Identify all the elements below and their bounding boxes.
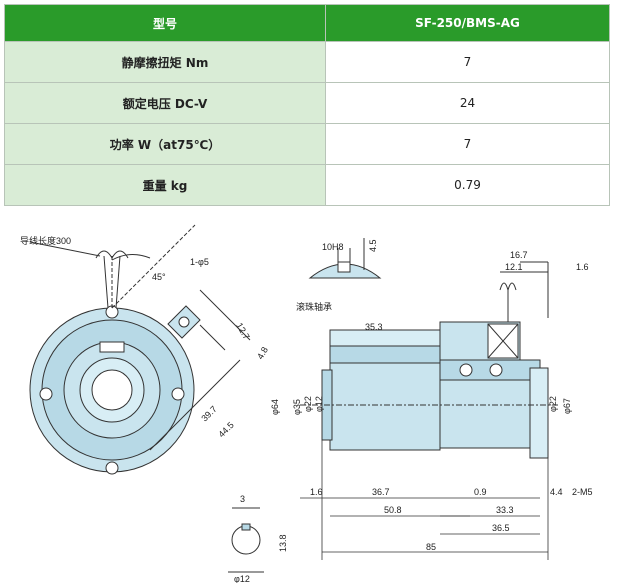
side-view-labels: 滚珠轴承 35.3 16.7 12.1 1.6 φ64 φ35 φ22 φ12 … (270, 250, 593, 552)
dim-phi22: φ22 (303, 396, 313, 412)
dim-phi12: φ12 (314, 396, 324, 412)
spec-key: 功率 W（at75℃） (4, 123, 326, 165)
dim-33-3: 33.3 (496, 505, 514, 515)
spec-row: 重量 kg 0.79 (4, 164, 610, 206)
dim-39-7: 39.7 (199, 404, 218, 423)
dim-36-5: 36.5 (492, 523, 510, 533)
side-view (300, 261, 560, 459)
dim-16-7: 16.7 (510, 250, 528, 260)
shaft-detail (228, 507, 264, 573)
dim-phi67: φ67 (562, 398, 572, 414)
front-view (29, 224, 251, 475)
dim-0-9: 0.9 (474, 487, 487, 497)
dim-50-8: 50.8 (384, 505, 402, 515)
spec-header-row: 型号 SF-250/BMS-AG (4, 4, 610, 42)
dim-12-7: 12.7 (234, 321, 251, 341)
dim-phi64: φ64 (270, 399, 280, 415)
header-model-value: SF-250/BMS-AG (325, 4, 610, 42)
shaft-key-width: 3 (240, 494, 245, 504)
dim-85: 85 (426, 542, 436, 552)
key-width-label: 10H8 (322, 242, 344, 252)
spec-row: 额定电压 DC-V 24 (4, 82, 610, 124)
spec-value: 0.79 (325, 164, 610, 206)
dim-phi22-right: φ22 (548, 396, 558, 412)
dim-1-6: 1.6 (310, 487, 323, 497)
dim-44-5: 44.5 (216, 420, 235, 439)
spec-row: 静摩擦扭矩 Nm 7 (4, 41, 610, 83)
technical-drawing: 导线长度300 45° 1-φ5 12.7 4.8 39.7 44.5 10H8… (20, 224, 593, 583)
spec-value: 7 (325, 41, 610, 83)
spec-value: 7 (325, 123, 610, 165)
dim-35-3: 35.3 (365, 322, 383, 332)
key-section (308, 238, 382, 279)
spec-row: 功率 W（at75℃） 7 (4, 123, 610, 165)
lead-length-label: 导线长度300 (20, 235, 71, 246)
bearing-label: 滚珠轴承 (296, 301, 332, 312)
dim-4-8: 4.8 (255, 345, 270, 361)
dim-12-1: 12.1 (505, 262, 523, 272)
dimension-lines (300, 440, 549, 560)
spec-key: 静摩擦扭矩 Nm (4, 41, 326, 83)
key-depth-label: 4.5 (368, 239, 378, 252)
hole-label: 1-φ5 (190, 257, 209, 267)
angle-label: 45° (152, 272, 166, 282)
shaft-diameter: φ12 (234, 574, 250, 583)
dim-1-6-right: 1.6 (576, 262, 589, 272)
spec-key: 重量 kg (4, 164, 326, 206)
thread-label: 2-M5 (572, 487, 593, 497)
spec-key: 额定电压 DC-V (4, 82, 326, 124)
dim-4-4: 4.4 (550, 487, 563, 497)
shaft-key-depth: 13.8 (278, 534, 288, 552)
dim-phi35: φ35 (292, 399, 302, 415)
dim-36-7: 36.7 (372, 487, 390, 497)
header-model-label: 型号 (4, 4, 326, 42)
spec-table: 型号 SF-250/BMS-AG 静摩擦扭矩 Nm 7 额定电压 DC-V 24… (4, 4, 610, 206)
spec-value: 24 (325, 82, 610, 124)
